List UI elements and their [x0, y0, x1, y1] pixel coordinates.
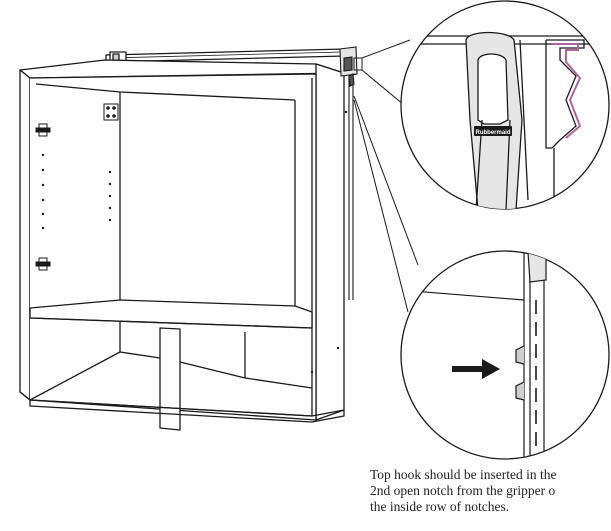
brand-logo-badge — [474, 126, 512, 136]
caption-line-3: the inside row of notches. — [370, 499, 510, 514]
caption-line-1: Top hook should be inserted in the — [370, 467, 557, 482]
instruction-caption: Top hook should be inserted in the 2nd o… — [370, 467, 611, 515]
hook-accent-line — [552, 43, 582, 139]
caption-line-2: 2nd open notch from the gripper o — [370, 483, 556, 498]
gripper-mount — [339, 46, 358, 300]
callout-hook-detail: Rubbermaid — [400, 0, 610, 210]
cabinet-base — [19, 391, 345, 417]
cabinet-front-frame — [19, 69, 31, 401]
callout-notch-detail — [400, 250, 610, 460]
hook-tab-lower — [515, 381, 525, 401]
hinge-plate-icon — [103, 103, 119, 121]
arrow-right-icon — [452, 359, 500, 379]
cabinet-right-side — [315, 63, 345, 421]
shelf-pin-holes — [41, 110, 348, 374]
hook-bracket — [546, 39, 585, 149]
hinge-bottom-icon — [35, 257, 51, 271]
cabinet — [19, 48, 346, 431]
brand-logo-text: Rubbermaid — [475, 130, 510, 136]
cabinet-divider — [159, 327, 181, 431]
hinge-top-icon — [35, 123, 51, 137]
hook-tab-upper — [515, 345, 525, 365]
